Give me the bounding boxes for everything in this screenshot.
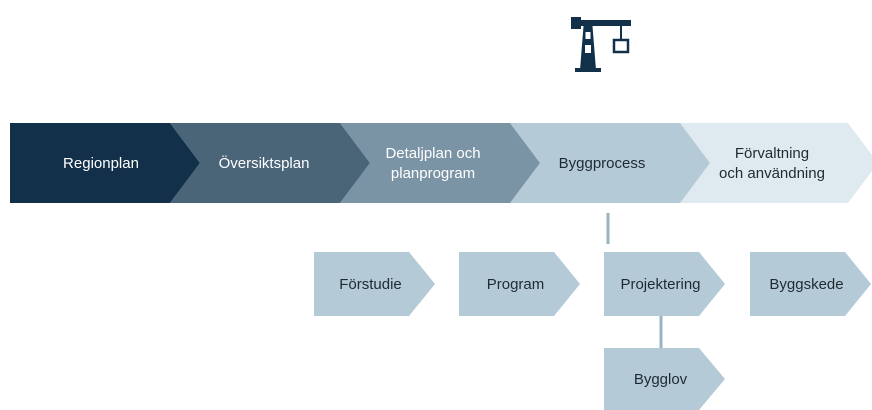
phase-regionplan: [10, 123, 200, 203]
step-byggskede: [750, 252, 871, 316]
step-bygglov-label: Bygglov: [634, 371, 688, 388]
step-chevron-row: Förstudie Program Projektering ByggskedeByg…: [314, 252, 871, 410]
phase-forvaltning: [680, 123, 872, 203]
crane-icon: [571, 17, 631, 72]
step-program-label: Program: [487, 276, 545, 293]
phase-label-regionplan: Regionplan: [63, 155, 139, 172]
step-program: [459, 252, 580, 316]
phase-detaljplan: [340, 123, 540, 203]
step-forstudie: [314, 252, 435, 316]
step-forstudie-label: Förstudie: [339, 276, 402, 293]
phase-label-byggprocess: Byggprocess: [559, 155, 646, 172]
phase-oversiktsplan: [170, 123, 370, 203]
step-projektering: [604, 252, 725, 316]
phase-byggprocess: [510, 123, 710, 203]
step-projektering-label: Projektering: [620, 276, 700, 293]
phase-label-oversiktsplan: Översiktsplan: [219, 154, 310, 172]
step-bygglov: [604, 348, 725, 410]
phase-chevron-bar: [10, 123, 872, 203]
step-byggskede-label: Byggskede: [769, 276, 843, 293]
